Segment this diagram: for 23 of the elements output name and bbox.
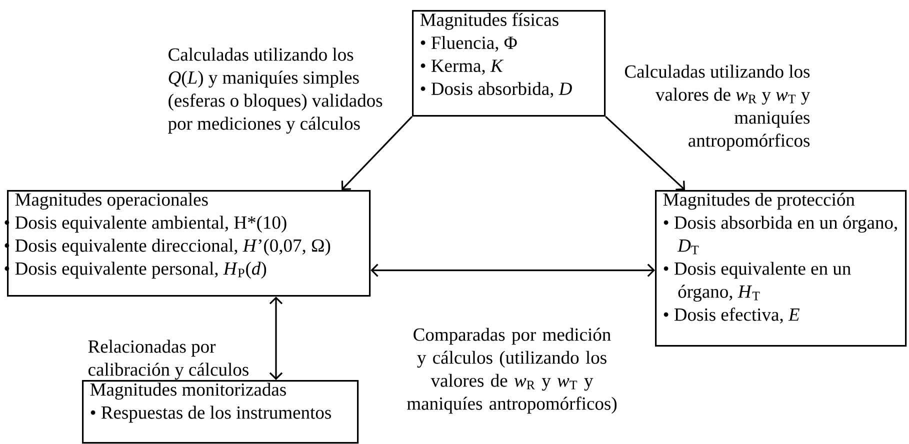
- arrow: [370, 264, 656, 277]
- bullet-item: • Dosis absorbida en un órgano, D$_{T}$: [664, 216, 897, 254]
- arrow: [269, 296, 283, 380]
- quantity-box: [412, 10, 606, 117]
- bullet-item: • Dosis efectiva, E: [664, 308, 800, 324]
- edge-label: Calculadas utilizando los valores de w$_{R}$ y w$_{T}$ y maniquíes antropomórficos: [624, 64, 810, 151]
- bullet-item: • Respuestas de los instrumentos: [90, 406, 331, 423]
- edge-label: Comparadas por medición y cálculos (utilizando los valores de w$_{R}$ y w$_{T}$ y maniquíes antropomórficos): [407, 328, 617, 414]
- heading: Magnitudes operacionales: [15, 192, 208, 210]
- heading: Magnitudes físicas: [420, 12, 558, 30]
- arrow: [341, 116, 413, 190]
- heading: Magnitudes de protección: [663, 192, 855, 210]
- bullet-item: • Kerma, K: [420, 60, 504, 75]
- quantity-box: [82, 380, 359, 444]
- bullet-item: • Dosis equivalente en un órgano, H$_{T}$: [664, 262, 851, 302]
- bullet-item: • Dosis absorbida, D: [420, 82, 572, 98]
- arrow: [605, 116, 686, 190]
- quantity-box: [655, 190, 907, 347]
- heading: Magnitudes monitorizadas: [90, 382, 286, 400]
- bullet-item: • Fluencia, Φ: [420, 36, 517, 52]
- quantity-box: [4, 190, 371, 297]
- edge-label: Relacionadas por calibración y cálculos: [88, 340, 248, 380]
- edge-label: Calculadas utilizando los Q(L) y maniquíes simples (esferas o bloques) validados por mediciones y cálculos: [168, 48, 382, 134]
